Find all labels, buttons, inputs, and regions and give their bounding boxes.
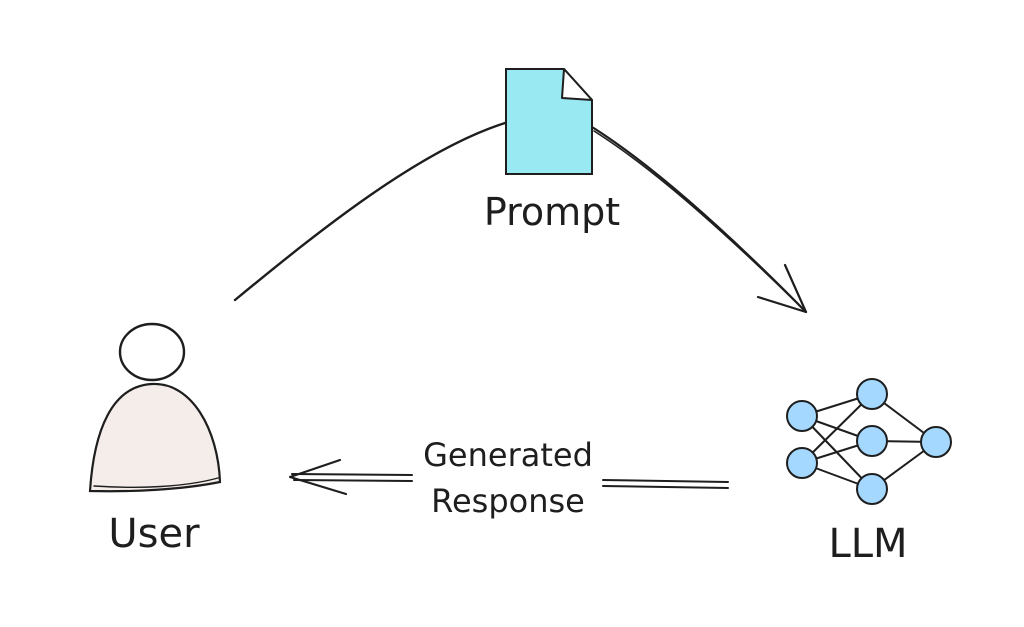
prompt-document-icon [505, 68, 593, 175]
neuron-hidden-2 [856, 425, 888, 457]
response-label-line1: Generated [423, 436, 593, 474]
neuron-output [920, 426, 952, 458]
user-label: User [108, 511, 200, 557]
neuron-input-1 [786, 400, 818, 432]
neural-network-icon [786, 378, 952, 505]
response-label-line2: Response [431, 482, 585, 520]
neuron-hidden-3 [856, 473, 888, 505]
user-icon [88, 322, 222, 493]
prompt-label: Prompt [484, 190, 620, 234]
neuron-hidden-1 [856, 378, 888, 410]
llm-label: LLM [828, 521, 907, 567]
neuron-input-2 [786, 447, 818, 479]
prompt-flow-arrow [233, 121, 808, 314]
response-flow-arrow [288, 458, 729, 496]
